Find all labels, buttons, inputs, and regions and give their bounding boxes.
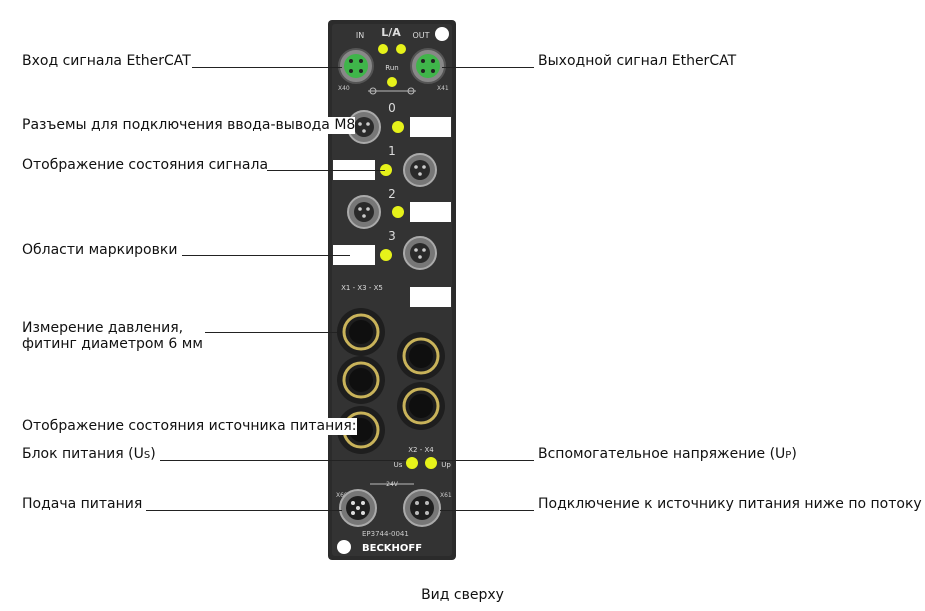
model-label: EP3744-0041 — [362, 530, 409, 538]
ch0-number: 0 — [388, 101, 396, 115]
marking-area-3 — [333, 245, 375, 265]
leader-ethercat-in — [192, 67, 342, 68]
ch2-number: 2 — [388, 187, 396, 201]
us-label: Us — [394, 461, 403, 469]
label-downstream: Подключение к источнику питания ниже по … — [538, 496, 922, 512]
brand-label: BECKHOFF — [362, 543, 422, 554]
la-out-led — [396, 44, 406, 54]
label-aux-up-close: ) — [791, 446, 797, 462]
run-led — [387, 77, 397, 87]
ch3-led — [380, 249, 392, 261]
label-io-connectors: Разъемы для подключения ввода-вывода М8 — [22, 117, 356, 134]
x24-label: X2 - X4 — [408, 446, 434, 454]
label-aux-up-sub: P — [785, 450, 792, 461]
label-aux-up-text: Вспомогательное напряжение (U — [538, 446, 786, 462]
leader-pressure — [205, 332, 337, 333]
device-la-label: L/A — [381, 26, 401, 39]
device-run-label: Run — [385, 64, 398, 72]
label-ethercat-out: Выходной сигнал EtherCAT — [538, 53, 737, 69]
label-marking-areas: Области маркировки — [22, 242, 178, 258]
marking-area-4 — [410, 287, 451, 307]
us-led — [406, 457, 418, 469]
device-in-label: IN — [356, 31, 364, 40]
la-in-led — [378, 44, 388, 54]
ch2-led — [392, 206, 404, 218]
ch1-led — [380, 164, 392, 176]
x135-label: X1 - X3 - X5 — [341, 284, 383, 292]
pressure-fitting-3 — [337, 356, 385, 404]
label-feed-in: Подача питания — [22, 496, 143, 512]
label-power-us-text: Блок питания (U — [22, 446, 144, 462]
leader-signal-status — [267, 170, 385, 171]
label-pressure-2: фитинг диаметром 6 мм — [22, 336, 203, 352]
view-caption: Вид сверху — [421, 587, 504, 603]
device-x40-label: X40 — [338, 85, 350, 92]
device-out-label: OUT — [412, 31, 429, 40]
ch0-led — [392, 121, 404, 133]
mounting-hole-bottom — [337, 540, 351, 554]
leader-marking-areas — [182, 255, 350, 256]
ethercat-out-connector — [410, 48, 446, 84]
leader-feed-in — [146, 510, 342, 511]
ch1-number: 1 — [388, 144, 396, 158]
pressure-fitting-1 — [337, 308, 385, 356]
up-led — [425, 457, 437, 469]
leader-ethercat-out — [442, 67, 534, 68]
m8-connector-2 — [347, 195, 381, 229]
marking-area-2 — [410, 202, 451, 222]
label-power-us-sub: S — [143, 450, 151, 461]
x61-label: X61 — [440, 492, 452, 499]
m8-connector-1 — [403, 153, 437, 187]
device-x41-label: X41 — [437, 85, 449, 92]
power-in-connector — [339, 489, 377, 527]
leader-power-us — [160, 460, 406, 461]
label-power-status: Отображение состояния источника питания: — [22, 418, 357, 435]
label-signal-status: Отображение состояния сигнала — [22, 157, 269, 173]
ethercat-in-connector — [338, 48, 374, 84]
up-label: Up — [441, 461, 451, 469]
m8-connector-3 — [403, 236, 437, 270]
label-ethercat-in: Вход сигнала EtherCAT — [22, 53, 191, 69]
label-pressure-1: Измерение давления, — [22, 320, 184, 336]
power-out-connector — [403, 489, 441, 527]
pressure-fitting-2 — [397, 332, 445, 380]
x60-label: X60 — [336, 492, 348, 499]
leader-downstream — [440, 510, 534, 511]
leader-aux-up — [438, 460, 534, 461]
label-power-us: Блок питания (US) — [22, 446, 156, 464]
marking-area-0 — [410, 117, 451, 137]
ch3-number: 3 — [388, 229, 396, 243]
label-aux-up: Вспомогательное напряжение (UP) — [538, 446, 797, 464]
mounting-hole-top — [435, 27, 449, 41]
label-power-us-close: ) — [150, 446, 156, 462]
pressure-fitting-4 — [397, 382, 445, 430]
